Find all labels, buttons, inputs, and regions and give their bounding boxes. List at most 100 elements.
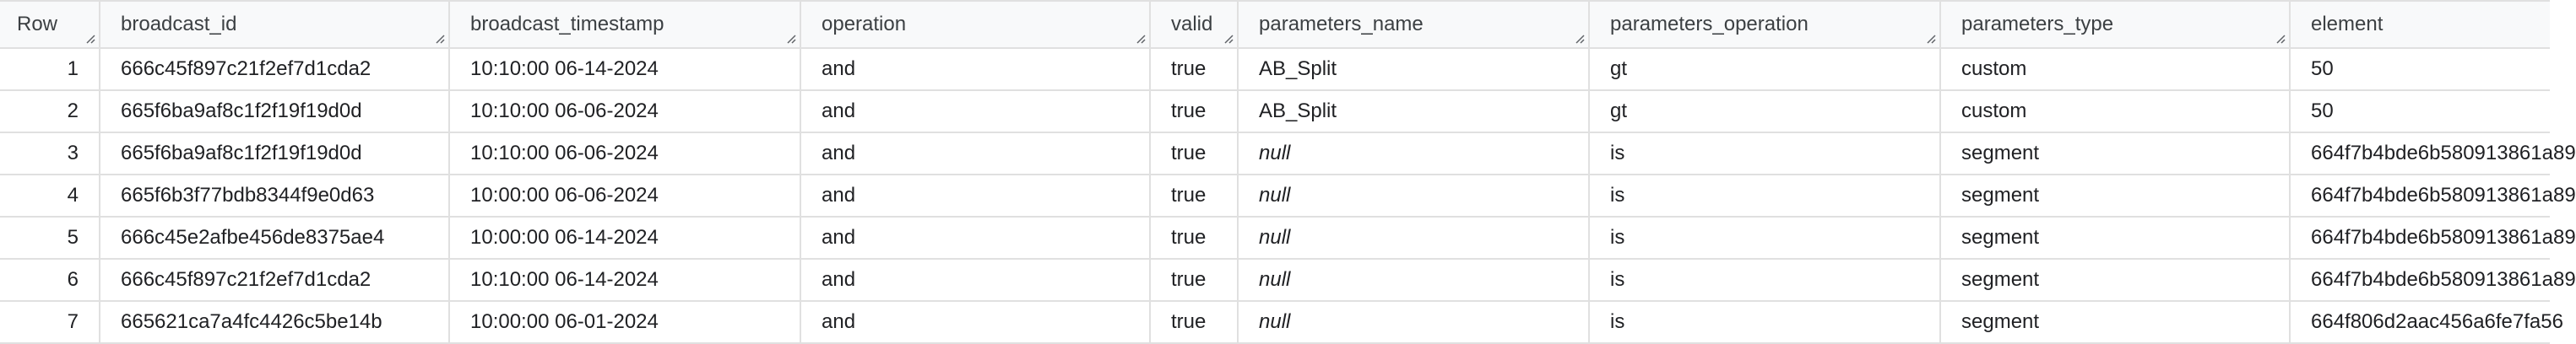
cell-broadcast-id[interactable]: 666c45e2afbe456de8375ae4 <box>100 217 450 260</box>
table-body: 1 666c45f897c21f2ef7d1cda2 10:10:00 06-1… <box>0 48 2576 344</box>
column-resize-handle[interactable] <box>2274 32 2286 44</box>
table-row: 3 665f6ba9af8c1f2f19f19d0d 10:10:00 06-0… <box>0 132 2576 175</box>
cell-broadcast-id[interactable]: 666c45f897c21f2ef7d1cda2 <box>100 259 450 302</box>
column-header-valid[interactable]: valid <box>1150 0 1239 49</box>
cell-parameters-name[interactable]: AB_Split <box>1238 48 1590 91</box>
cell-broadcast-timestamp[interactable]: 10:10:00 06-14-2024 <box>449 48 801 91</box>
cell-operation[interactable]: and <box>800 132 1151 175</box>
resize-grip-icon <box>2276 35 2286 44</box>
column-resize-handle[interactable] <box>84 32 95 44</box>
cell-parameters-name-null[interactable]: null <box>1238 132 1590 175</box>
cell-parameters-name-null[interactable]: null <box>1238 259 1590 302</box>
cell-broadcast-timestamp[interactable]: 10:00:00 06-06-2024 <box>449 175 801 218</box>
resize-grip-icon <box>787 35 796 44</box>
cell-broadcast-id[interactable]: 665f6b3f77bdb8344f9e0d63 <box>100 175 450 218</box>
cell-broadcast-timestamp[interactable]: 10:00:00 06-14-2024 <box>449 217 801 260</box>
column-header-label: parameters_name <box>1259 13 1424 35</box>
cell-parameters-operation[interactable]: gt <box>1589 48 1941 91</box>
column-header-parameters-type[interactable]: parameters_type <box>1940 0 2291 49</box>
table-row: 1 666c45f897c21f2ef7d1cda2 10:10:00 06-1… <box>0 48 2550 91</box>
cell-valid[interactable]: true <box>1150 217 1239 260</box>
column-header-row[interactable]: Row <box>0 0 100 49</box>
cell-parameters-operation[interactable]: is <box>1589 217 1941 260</box>
table-row: 2 665f6ba9af8c1f2f19f19d0d 10:10:00 06-0… <box>0 90 2550 133</box>
column-header-label: element <box>2311 13 2383 35</box>
cell-parameters-name-null[interactable]: null <box>1238 175 1590 218</box>
cell-broadcast-timestamp[interactable]: 10:10:00 06-14-2024 <box>449 259 801 302</box>
cell-parameters-operation[interactable]: is <box>1589 259 1941 302</box>
column-header-parameters-name[interactable]: parameters_name <box>1238 0 1590 49</box>
cell-element[interactable]: 50 <box>2290 90 2550 133</box>
cell-broadcast-timestamp[interactable]: 10:10:00 06-06-2024 <box>449 132 801 175</box>
cell-broadcast-timestamp[interactable]: 10:10:00 06-06-2024 <box>449 90 801 133</box>
column-resize-handle[interactable] <box>1924 32 1936 44</box>
cell-parameters-operation[interactable]: is <box>1589 301 1941 344</box>
row-number: 6 <box>0 259 100 302</box>
column-header-label: broadcast_id <box>121 13 237 35</box>
cell-element[interactable]: 50 <box>2290 48 2550 91</box>
cell-parameters-type[interactable]: segment <box>1940 217 2291 260</box>
cell-parameters-type[interactable]: custom <box>1940 48 2291 91</box>
cell-operation[interactable]: and <box>800 301 1151 344</box>
cell-parameters-name[interactable]: AB_Split <box>1238 90 1590 133</box>
row-number: 7 <box>0 301 100 344</box>
table-row: 5 666c45e2afbe456de8375ae4 10:00:00 06-1… <box>0 217 2576 260</box>
row-number: 3 <box>0 132 100 175</box>
cell-parameters-type[interactable]: segment <box>1940 132 2291 175</box>
column-header-label: parameters_operation <box>1610 13 1809 35</box>
cell-parameters-type[interactable]: segment <box>1940 301 2291 344</box>
cell-parameters-operation[interactable]: gt <box>1589 90 1941 133</box>
column-header-broadcast-id[interactable]: broadcast_id <box>100 0 450 49</box>
cell-element[interactable]: 664f7b4bde6b580913861a89 <box>2290 132 2576 175</box>
cell-element[interactable]: 664f7b4bde6b580913861a89 <box>2290 217 2576 260</box>
column-header-label: parameters_type <box>1961 13 2114 35</box>
cell-operation[interactable]: and <box>800 175 1151 218</box>
cell-broadcast-id[interactable]: 665f6ba9af8c1f2f19f19d0d <box>100 90 450 133</box>
cell-valid[interactable]: true <box>1150 48 1239 91</box>
cell-valid[interactable]: true <box>1150 90 1239 133</box>
cell-broadcast-id[interactable]: 665f6ba9af8c1f2f19f19d0d <box>100 132 450 175</box>
resize-grip-icon <box>1224 35 1234 44</box>
cell-element[interactable]: 664f806d2aac456a6fe7fa56 <box>2290 301 2563 344</box>
column-header-parameters-operation[interactable]: parameters_operation <box>1589 0 1941 49</box>
cell-broadcast-id[interactable]: 666c45f897c21f2ef7d1cda2 <box>100 48 450 91</box>
cell-element[interactable]: 664f7b4bde6b580913861a89 <box>2290 175 2576 218</box>
cell-operation[interactable]: and <box>800 259 1151 302</box>
cell-operation[interactable]: and <box>800 48 1151 91</box>
cell-parameters-type[interactable]: custom <box>1940 90 2291 133</box>
cell-operation[interactable]: and <box>800 90 1151 133</box>
cell-parameters-name-null[interactable]: null <box>1238 217 1590 260</box>
column-header-label: valid <box>1171 13 1213 35</box>
column-resize-handle[interactable] <box>1134 32 1146 44</box>
cell-parameters-operation[interactable]: is <box>1589 132 1941 175</box>
cell-valid[interactable]: true <box>1150 175 1239 218</box>
cell-parameters-type[interactable]: segment <box>1940 259 2291 302</box>
cell-valid[interactable]: true <box>1150 132 1239 175</box>
cell-element[interactable]: 664f7b4bde6b580913861a89 <box>2290 259 2576 302</box>
table-row: 4 665f6b3f77bdb8344f9e0d63 10:00:00 06-0… <box>0 175 2576 218</box>
column-header-label: operation <box>822 13 907 35</box>
column-header-operation[interactable]: operation <box>800 0 1151 49</box>
cell-operation[interactable]: and <box>800 217 1151 260</box>
table-row: 7 665621ca7a4fc4426c5be14b 10:00:00 06-0… <box>0 301 2563 344</box>
table-row: 6 666c45f897c21f2ef7d1cda2 10:10:00 06-1… <box>0 259 2576 302</box>
column-resize-handle[interactable] <box>784 32 796 44</box>
column-header-label: Row <box>17 13 58 35</box>
cell-broadcast-id[interactable]: 665621ca7a4fc4426c5be14b <box>100 301 450 344</box>
resize-grip-icon <box>1927 35 1936 44</box>
column-header-label: broadcast_timestamp <box>470 13 664 35</box>
cell-parameters-name-null[interactable]: null <box>1238 301 1590 344</box>
cell-valid[interactable]: true <box>1150 301 1239 344</box>
cell-parameters-operation[interactable]: is <box>1589 175 1941 218</box>
column-resize-handle[interactable] <box>1573 32 1585 44</box>
resize-grip-icon <box>1136 35 1146 44</box>
cell-parameters-type[interactable]: segment <box>1940 175 2291 218</box>
row-number: 2 <box>0 90 100 133</box>
row-number: 1 <box>0 48 100 91</box>
column-header-broadcast-timestamp[interactable]: broadcast_timestamp <box>449 0 801 49</box>
column-resize-handle[interactable] <box>1222 32 1234 44</box>
column-resize-handle[interactable] <box>433 32 445 44</box>
cell-valid[interactable]: true <box>1150 259 1239 302</box>
column-header-element[interactable]: element <box>2290 0 2550 49</box>
cell-broadcast-timestamp[interactable]: 10:00:00 06-01-2024 <box>449 301 801 344</box>
